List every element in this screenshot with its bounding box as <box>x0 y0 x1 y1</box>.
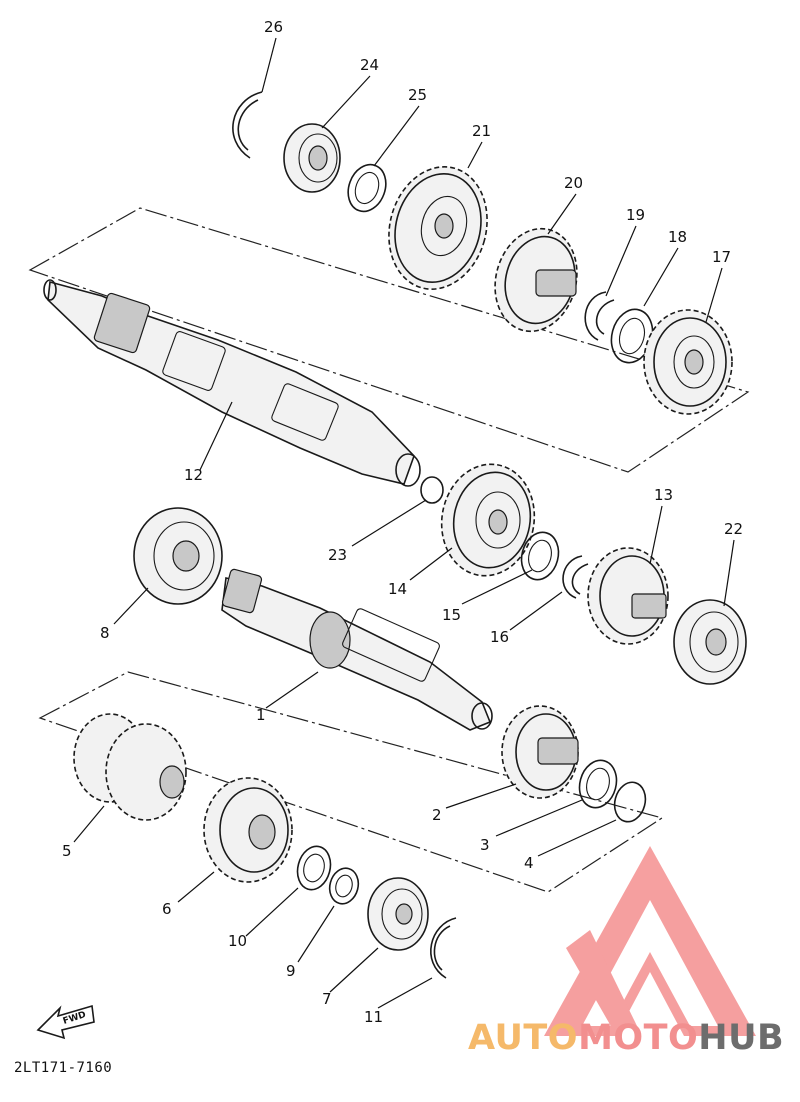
watermark-logo <box>544 846 756 1036</box>
washer-10 <box>296 845 332 891</box>
callout-2: 2 <box>432 806 442 824</box>
circlip-26 <box>232 91 263 159</box>
wordmark-auto: AUTO <box>468 1018 579 1058</box>
callout-22: 22 <box>724 520 743 538</box>
callout-12: 12 <box>184 466 203 484</box>
gear-20 <box>494 227 578 333</box>
callout-19: 19 <box>626 206 645 224</box>
callout-3: 3 <box>480 836 490 854</box>
wordmark-hub: HUB <box>698 1018 785 1058</box>
washer-15 <box>520 531 560 581</box>
callout-11: 11 <box>364 1008 383 1026</box>
gear-14 <box>440 463 536 577</box>
callout-24: 24 <box>360 56 379 74</box>
watermark-wordmark: AUTOMOTOHUB <box>468 1018 794 1062</box>
circlip-4 <box>613 781 647 823</box>
callout-21: 21 <box>472 122 491 140</box>
callout-7: 7 <box>322 990 332 1008</box>
callout-16: 16 <box>490 628 509 646</box>
gear-17 <box>643 309 733 415</box>
collar-23 <box>420 476 444 504</box>
callout-1: 1 <box>256 706 266 724</box>
leader-lines <box>73 37 735 1009</box>
circlip-19 <box>584 291 615 341</box>
callout-14: 14 <box>388 580 407 598</box>
gear-6 <box>203 777 293 883</box>
washer-9 <box>328 867 360 905</box>
circlip-11 <box>430 917 457 979</box>
callout-5: 5 <box>62 842 72 860</box>
callout-13: 13 <box>654 486 673 504</box>
gear-21 <box>388 166 488 290</box>
bearing-8 <box>133 507 223 605</box>
washer-25 <box>347 163 387 213</box>
callout-23: 23 <box>328 546 347 564</box>
diagram-part-code: 2LT171-7160 <box>14 1060 113 1076</box>
washer-3 <box>578 759 618 809</box>
drive-axle-12 <box>43 279 421 487</box>
bearing-22 <box>673 599 747 685</box>
callout-8: 8 <box>100 624 110 642</box>
callout-25: 25 <box>408 86 427 104</box>
callout-15: 15 <box>442 606 461 624</box>
callout-4: 4 <box>524 854 534 872</box>
main-axle-1 <box>221 568 493 731</box>
callout-18: 18 <box>668 228 687 246</box>
circlip-16 <box>562 555 589 599</box>
callout-20: 20 <box>564 174 583 192</box>
callout-10: 10 <box>228 932 247 950</box>
fwd-arrow: FWD <box>36 1004 95 1040</box>
callout-9: 9 <box>286 962 296 980</box>
callout-6: 6 <box>162 900 172 918</box>
lower-group-frame <box>38 671 664 893</box>
gear-2 <box>501 705 579 799</box>
wordmark-moto: MOTO <box>578 1018 699 1058</box>
callout-17: 17 <box>712 248 731 266</box>
bearing-24 <box>283 123 341 193</box>
callout-labels: 26 24 25 21 20 19 18 17 12 23 14 15 16 1… <box>62 18 743 1026</box>
gear-13 <box>587 547 669 645</box>
upper-group-frame <box>28 207 750 473</box>
bearing-7 <box>367 877 429 951</box>
gear-5 <box>73 713 187 821</box>
callout-26: 26 <box>264 18 283 36</box>
